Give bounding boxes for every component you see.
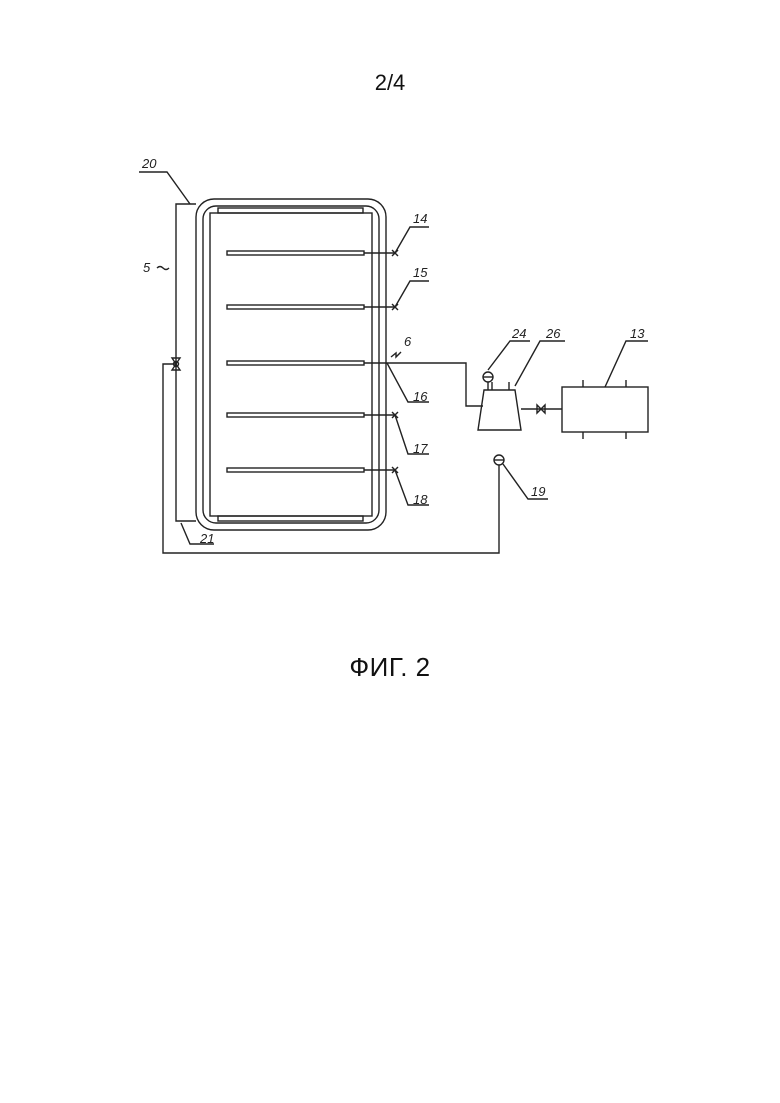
return-line — [163, 364, 499, 553]
leader-14 — [395, 227, 429, 253]
ref-20: 20 — [141, 156, 157, 171]
ref-17: 17 — [413, 441, 428, 456]
vessel-26 — [478, 390, 521, 430]
shelf-15 — [227, 305, 395, 309]
shelf-14 — [227, 251, 395, 255]
tank-13 — [562, 387, 648, 432]
chamber-top-strip — [218, 208, 363, 213]
ref-6: 6 — [404, 334, 412, 349]
ref-24: 24 — [511, 326, 526, 341]
shelf-16 — [227, 361, 387, 365]
leader-24 — [488, 341, 530, 370]
supply-line-6 — [387, 363, 483, 406]
wavy-leader-5 — [157, 267, 169, 270]
wavy-leader-6 — [391, 352, 401, 357]
ref-18: 18 — [413, 492, 428, 507]
ref-14: 14 — [413, 211, 427, 226]
leader-15 — [395, 281, 429, 307]
ref-26: 26 — [545, 326, 561, 341]
leader-20 — [139, 172, 190, 204]
ref-21: 21 — [199, 531, 214, 546]
chamber-bottom-strip — [218, 516, 363, 521]
figure-caption: ФИГ. 2 — [0, 652, 780, 683]
shelf-18 — [227, 468, 395, 472]
pump-19-icon — [494, 455, 504, 465]
leader-26 — [515, 341, 565, 386]
ref-5: 5 — [143, 260, 151, 275]
pipe-loop-5 — [176, 204, 196, 521]
ref-19: 19 — [531, 484, 545, 499]
shelf-17 — [227, 413, 395, 417]
ref-13: 13 — [630, 326, 645, 341]
ref-16: 16 — [413, 389, 428, 404]
ref-15: 15 — [413, 265, 428, 280]
